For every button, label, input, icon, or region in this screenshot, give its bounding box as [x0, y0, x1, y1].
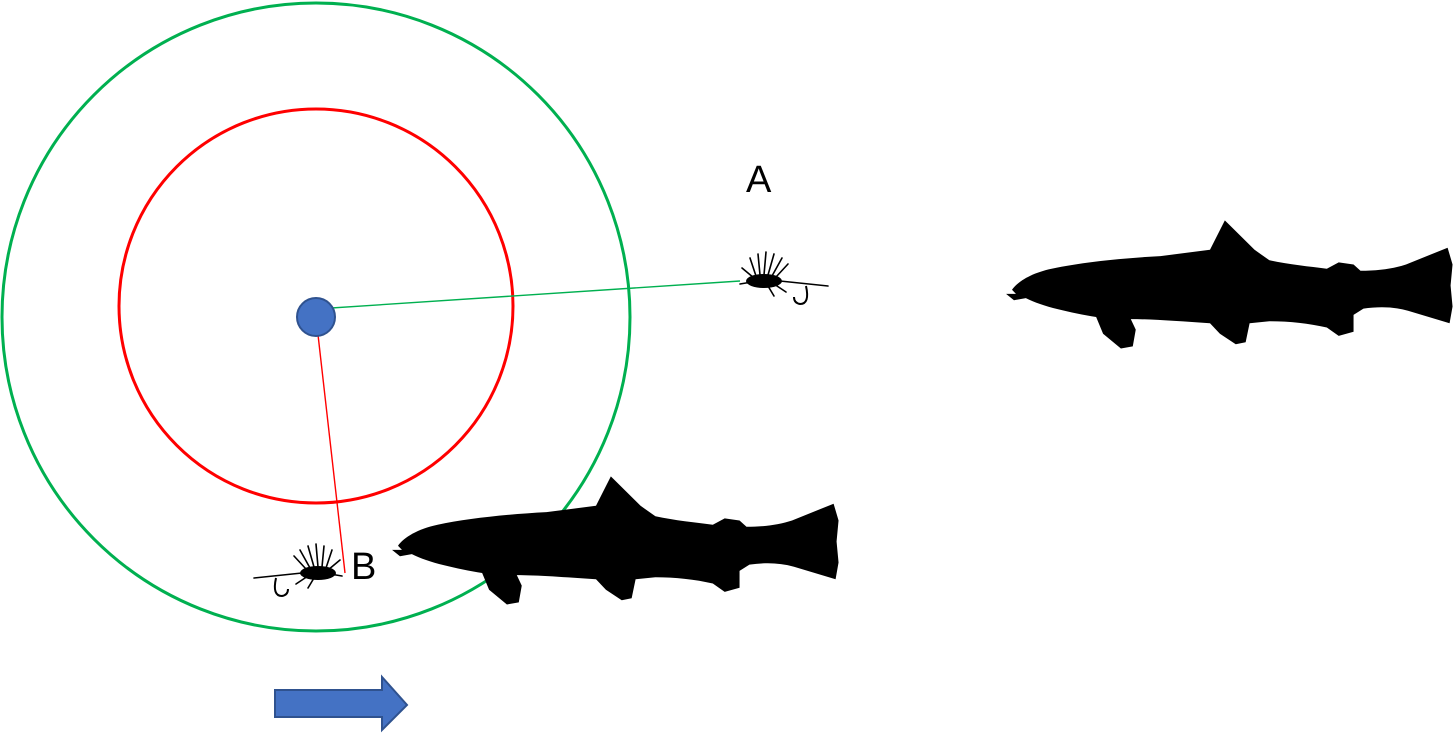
line-to-fly-a: [316, 281, 740, 309]
fly-b-icon: [254, 544, 342, 596]
right-arrow-icon: [275, 677, 407, 730]
fly-a-icon: [740, 252, 828, 304]
center-dot: [297, 298, 335, 336]
label-a: A: [746, 159, 772, 201]
trout-near-silhouette: [392, 476, 838, 604]
line-to-fly-b: [316, 317, 345, 573]
trout-far-silhouette: [1006, 220, 1452, 348]
label-b: B: [351, 546, 376, 588]
